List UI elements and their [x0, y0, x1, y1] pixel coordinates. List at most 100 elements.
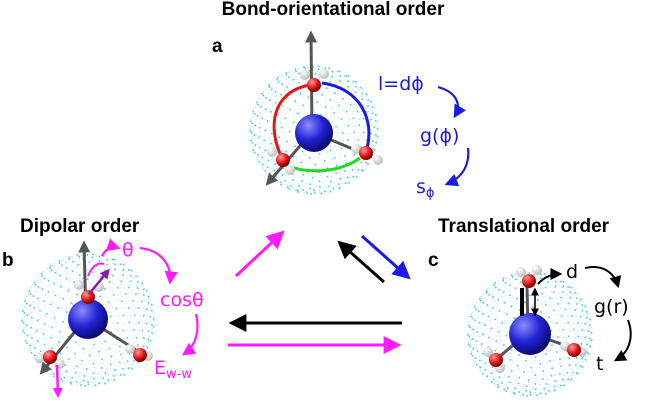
shell-dot	[309, 161, 311, 163]
shell-dot	[65, 311, 68, 314]
shell-dot	[132, 329, 135, 331]
shell-dot	[494, 282, 496, 284]
shell-dot	[481, 372, 484, 375]
shell-dot	[104, 382, 106, 385]
shell-dot	[282, 131, 284, 133]
shell-dot	[351, 153, 353, 155]
shell-dot	[146, 346, 149, 349]
shell-dot	[34, 291, 37, 293]
shell-dot	[331, 107, 333, 110]
shell-dot	[88, 359, 91, 362]
shell-dot	[249, 139, 252, 142]
shell-dot	[107, 379, 110, 381]
shell-dot	[370, 100, 373, 103]
shell-dot	[46, 370, 49, 373]
shell-dot	[136, 344, 138, 346]
shell-dot	[104, 340, 107, 343]
shell-dot	[318, 76, 321, 79]
shell-dot	[115, 307, 118, 310]
shell-dot	[109, 315, 112, 318]
shell-dot	[282, 175, 284, 177]
shell-dot	[62, 258, 64, 260]
shell-dot	[569, 291, 572, 294]
shell-dot	[58, 262, 61, 265]
shell-dot	[561, 385, 563, 387]
shell-dot	[342, 97, 344, 100]
panel-b-flow-arrow-2	[181, 313, 199, 356]
shell-dot	[81, 254, 83, 256]
shell-dot	[355, 175, 358, 178]
shell-dot	[95, 256, 98, 258]
shell-dot	[504, 281, 507, 284]
shell-dot	[472, 311, 474, 314]
shell-dot	[37, 308, 39, 310]
shell-dot	[109, 289, 112, 292]
shell-dot	[479, 368, 481, 371]
shell-dot	[297, 184, 300, 187]
shell-dot	[494, 382, 496, 384]
shell-dot	[49, 371, 52, 373]
shell-dot	[501, 321, 504, 324]
shell-dot	[22, 322, 25, 325]
shell-dot	[329, 149, 332, 152]
shell-dot	[585, 360, 587, 362]
shell-dot	[112, 306, 114, 308]
shell-dot	[542, 354, 544, 357]
shell-dot	[32, 295, 35, 297]
shell-dot	[302, 104, 305, 107]
shell-dot	[331, 75, 334, 78]
shell-dot	[309, 188, 312, 190]
shell-dot	[495, 316, 498, 318]
shell-dot	[67, 289, 70, 292]
shell-dot	[94, 384, 97, 387]
shell-dot	[303, 192, 305, 194]
shell-dot	[249, 120, 252, 123]
shell-dot	[579, 315, 582, 318]
shell-dot	[327, 185, 330, 188]
shell-dot	[544, 273, 546, 275]
shell-dot	[348, 181, 351, 184]
shell-dot	[562, 369, 564, 371]
shell-dot	[563, 374, 566, 377]
shell-dot	[93, 377, 96, 380]
shell-dot	[257, 103, 260, 106]
shell-dot	[563, 384, 566, 387]
shell-dot	[582, 361, 584, 363]
shell-dot	[33, 306, 36, 309]
shell-dot	[357, 168, 360, 171]
shell-dot	[503, 388, 506, 391]
shell-dot	[86, 278, 89, 280]
shell-dot	[21, 320, 24, 323]
shell-dot	[33, 354, 36, 357]
shell-dot	[541, 392, 543, 395]
shell-dot	[552, 291, 555, 294]
shell-dot	[126, 277, 129, 279]
shell-dot	[290, 184, 293, 187]
shell-dot	[562, 281, 564, 283]
shell-dot	[311, 179, 314, 181]
shell-dot	[153, 319, 155, 321]
shell-dot	[510, 381, 512, 384]
shell-dot	[123, 363, 126, 365]
shell-dot	[556, 385, 558, 387]
shell-dot	[542, 370, 545, 373]
shell-dot	[371, 138, 373, 141]
shell-dot	[546, 379, 548, 381]
shell-dot	[510, 348, 513, 351]
shell-dot	[313, 191, 316, 194]
shell-dot	[567, 321, 570, 324]
shell-dot	[113, 379, 115, 381]
shell-dot	[470, 351, 472, 353]
shell-dot	[37, 285, 40, 288]
shell-dot	[54, 294, 57, 297]
shell-dot	[470, 313, 472, 316]
panel-a-flow-arrow-1	[437, 85, 467, 119]
shell-dot	[354, 140, 356, 142]
shell-dot	[297, 67, 300, 69]
panel-a-entropy-label: sϕ	[416, 176, 434, 201]
shell-dot	[569, 363, 571, 365]
shell-dot	[104, 265, 106, 267]
translational-title: Translational order	[438, 216, 610, 237]
shell-dot	[270, 88, 273, 91]
shell-dot	[122, 329, 125, 332]
